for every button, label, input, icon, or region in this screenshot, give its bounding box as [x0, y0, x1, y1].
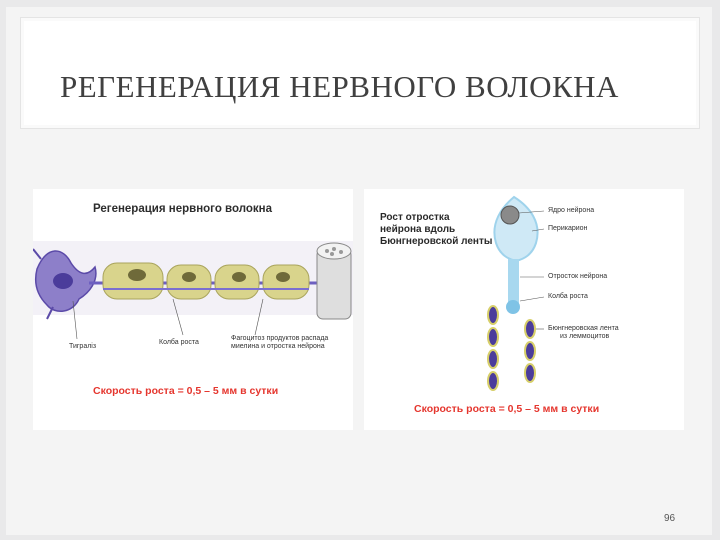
schwann-cells-left: [488, 306, 498, 390]
label-phagocytes-2: миелина и отростка нейрона: [231, 343, 325, 351]
schwann-cells-right: [525, 320, 535, 382]
right-speed-text: Скорость роста = 0,5 – 5 мм в сутки: [414, 403, 599, 415]
label-tigrolysis: Тиграліз: [69, 343, 96, 351]
bungner-band-illustration: [364, 189, 684, 430]
label-nucleus: Ядро нейрона: [548, 207, 594, 215]
label-phagocytes-1: Фагоцитоз продуктов распада: [231, 335, 328, 343]
growth-cone: [506, 300, 520, 314]
label-growth-cone: Колба роста: [548, 293, 588, 301]
label-band-1: Бюнгнеровская лента: [548, 325, 619, 333]
label-band-2: из леммоцитов: [560, 333, 609, 341]
slide-title: РЕГЕНЕРАЦИЯ НЕРВНОГО ВОЛОКНА: [60, 69, 619, 105]
perikaryon: [494, 197, 537, 261]
myelin-segment: [215, 265, 259, 299]
label-process: Отросток нейрона: [548, 273, 607, 281]
neuron-process: [508, 259, 519, 305]
left-figure: Регенерация нервного волокна: [33, 189, 353, 430]
title-box: РЕГЕНЕРАЦИЯ НЕРВНОГО ВОЛОКНА: [24, 21, 696, 125]
page-number: 96: [664, 513, 675, 524]
myelin-segment: [263, 265, 309, 299]
label-perikaryon: Перикарион: [548, 225, 587, 233]
neuron-nucleus: [53, 273, 73, 289]
slide: РЕГЕНЕРАЦИЯ НЕРВНОГО ВОЛОКНА Регенерация…: [6, 7, 712, 535]
right-figure: Рост отростка нейрона вдоль Бюнгнеровско…: [364, 189, 684, 430]
left-speed-text: Скорость роста = 0,5 – 5 мм в сутки: [93, 385, 278, 397]
neuron-nucleus: [501, 206, 519, 224]
myelin-segment: [103, 263, 163, 299]
label-growth-cone: Колба роста: [159, 339, 199, 347]
